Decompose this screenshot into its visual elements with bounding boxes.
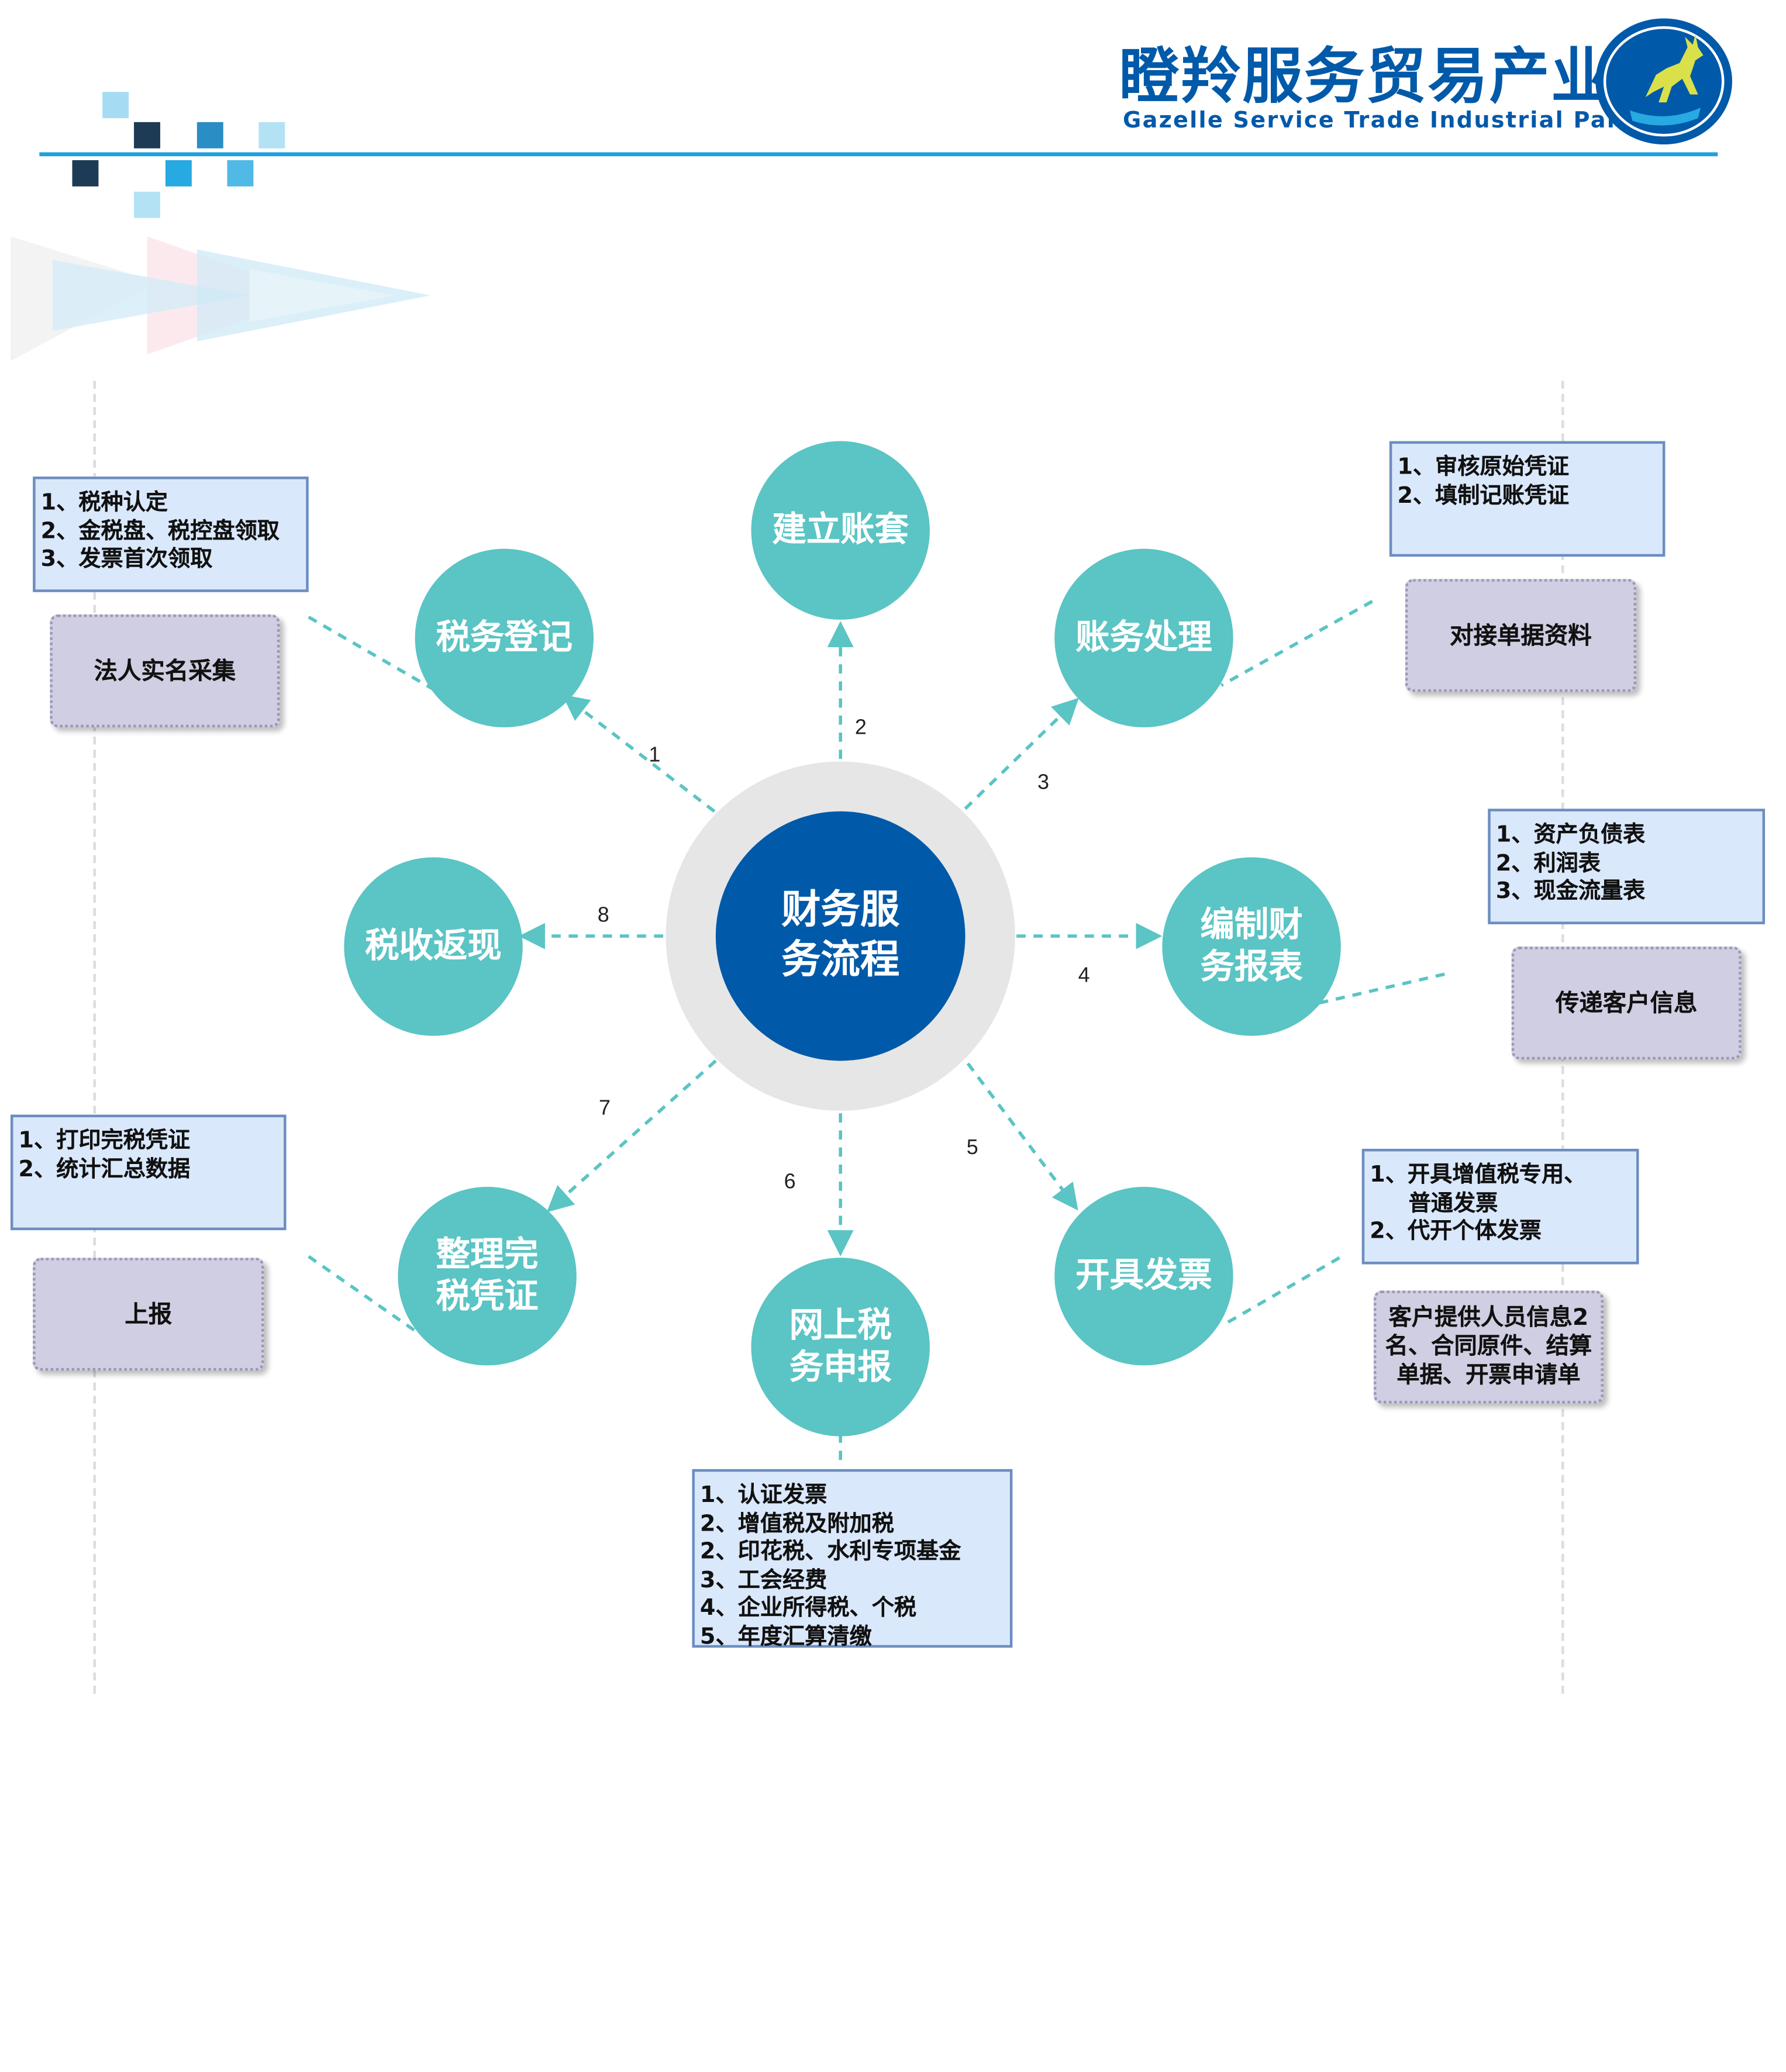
note-line: 普通发票 — [1370, 1190, 1498, 1217]
header-rule — [39, 152, 1718, 157]
note-line: 2、填制记账凭证 — [1397, 482, 1570, 509]
connectors — [308, 600, 1445, 1468]
arrow-3 — [964, 697, 1079, 810]
tag-account-processing: 对接单据资料 — [1405, 579, 1637, 692]
arrow-5 — [966, 1062, 1078, 1211]
note-line: 1、开具增值税专用、 — [1370, 1162, 1587, 1189]
node-online-tax-filing[interactable]: 网上税 务申报 — [751, 1258, 930, 1436]
note-account-processing: 1、审核原始凭证 2、填制记账凭证 — [1389, 441, 1666, 557]
note-line: 2、印花税、水利专项基金 — [699, 1538, 961, 1565]
node-issue-invoices[interactable]: 开具发票 — [1054, 1187, 1233, 1366]
leader-4 — [1312, 972, 1445, 1006]
deco-square — [196, 122, 223, 149]
deco-square — [258, 122, 285, 149]
node-tax-refund[interactable]: 税收返现 — [344, 857, 523, 1036]
center-node: 财务服 务流程 — [715, 811, 966, 1061]
note-line: 1、资产负债表 — [1495, 821, 1646, 848]
gazelle-logo-icon — [1595, 18, 1732, 145]
node-set-up-accounts[interactable]: 建立账套 — [751, 441, 930, 620]
note-line: 2、统计汇总数据 — [18, 1156, 191, 1183]
tag-issue-invoices: 客户提供人员信息2 名、合同原件、结算 单据、开票申请单 — [1373, 1290, 1604, 1404]
note-financial-statements: 1、资产负债表 2、利润表 3、现金流量表 — [1488, 809, 1766, 924]
note-line: 5、年度汇算清缴 — [699, 1623, 872, 1650]
arrow-1 — [562, 694, 716, 813]
note-line: 1、打印完税凭证 — [18, 1127, 191, 1154]
note-line: 3、发票首次领取 — [40, 546, 213, 573]
logo-text-en: Gazelle Service Trade Industrial Park — [1122, 108, 1636, 134]
note-tax-registration: 1、税种认定 2、金税盘、税控盘领取 3、发票首次领取 — [33, 476, 309, 592]
note-tax-vouchers: 1、打印完税凭证 2、统计汇总数据 — [10, 1114, 287, 1231]
note-line: 2、金税盘、税控盘领取 — [40, 517, 280, 544]
deco-square — [72, 160, 99, 187]
leader-5 — [1220, 1256, 1340, 1328]
center-node-label: 财务服 务流程 — [781, 887, 900, 983]
node-label: 建立账套 — [772, 510, 909, 550]
tag-tax-vouchers: 上报 — [33, 1258, 264, 1371]
node-tax-vouchers[interactable]: 整理完 税凭证 — [398, 1187, 577, 1366]
node-financial-statements[interactable]: 编制财 务报表 — [1162, 857, 1341, 1036]
note-online-tax-filing: 1、认证发票 2、增值税及附加税 2、印花税、水利专项基金 3、工会经费 4、企… — [692, 1469, 1013, 1650]
node-label: 整理完 税凭证 — [436, 1235, 539, 1317]
step-number-7: 7 — [598, 1097, 611, 1120]
step-number-2: 2 — [854, 717, 867, 740]
node-label: 开具发票 — [1075, 1256, 1212, 1296]
deco-square — [134, 122, 160, 149]
step-number-6: 6 — [784, 1171, 796, 1194]
leader-7 — [308, 1255, 419, 1334]
note-line: 3、工会经费 — [699, 1567, 828, 1594]
step-number-5: 5 — [966, 1137, 978, 1159]
note-line: 1、审核原始凭证 — [1397, 454, 1570, 481]
node-tax-registration[interactable]: 税务登记 — [415, 548, 594, 728]
deco-square — [165, 160, 192, 187]
leader-1 — [308, 616, 435, 691]
step-number-1: 1 — [649, 744, 661, 767]
deco-square — [227, 160, 254, 187]
node-label: 税收返现 — [365, 927, 502, 966]
step-number-3: 3 — [1037, 772, 1050, 795]
note-line: 1、税种认定 — [40, 489, 168, 516]
node-label: 税务登记 — [436, 618, 573, 658]
arrow-7 — [546, 1059, 717, 1213]
logo-text-cn: 瞪羚服务贸易产业园 — [1119, 40, 1675, 112]
guide-line-left — [93, 381, 96, 1694]
note-line: 2、增值税及附加税 — [699, 1510, 894, 1537]
leader-3 — [1220, 600, 1374, 687]
node-label: 网上税 务申报 — [789, 1306, 892, 1388]
step-number-4: 4 — [1078, 965, 1090, 987]
deco-square — [134, 191, 160, 218]
note-line: 2、利润表 — [1495, 850, 1601, 876]
deco-arrows — [10, 236, 431, 361]
note-line: 4、企业所得税、个税 — [699, 1595, 917, 1622]
note-line: 1、认证发票 — [699, 1482, 828, 1509]
tag-financial-statements: 传递客户信息 — [1511, 947, 1742, 1060]
node-account-processing[interactable]: 账务处理 — [1054, 548, 1233, 728]
node-label: 编制财 务报表 — [1200, 906, 1303, 987]
tag-tax-registration: 法人实名采集 — [50, 614, 280, 728]
deco-square — [102, 92, 129, 119]
note-line: 2、代开个体发票 — [1370, 1218, 1542, 1245]
note-issue-invoices: 1、开具增值税专用、 普通发票 2、代开个体发票 — [1361, 1148, 1639, 1265]
step-number-8: 8 — [597, 904, 609, 927]
note-line: 3、现金流量表 — [1495, 878, 1646, 905]
node-label: 账务处理 — [1075, 618, 1212, 658]
